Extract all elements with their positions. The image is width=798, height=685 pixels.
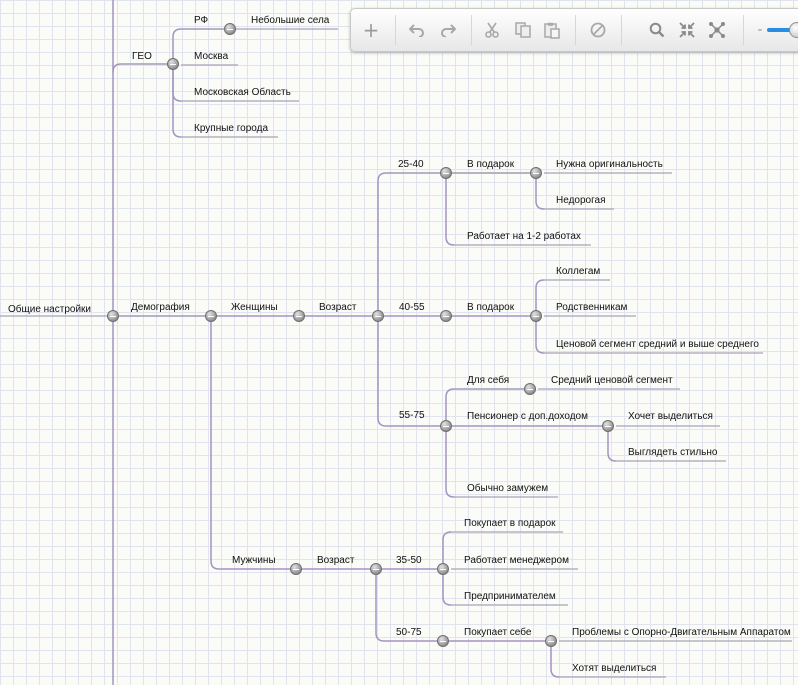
redo-icon[interactable] — [437, 19, 459, 41]
node-stand-out-women[interactable]: Хочет выделиться — [628, 411, 713, 422]
node-for-self[interactable]: Для себя — [467, 375, 510, 386]
zoom-slider-handle[interactable] — [789, 22, 798, 38]
collapse-toggle-icon[interactable] — [293, 310, 305, 322]
network-icon[interactable] — [706, 19, 728, 41]
collapse-toggle-icon[interactable] — [545, 635, 557, 647]
node-age-40-55[interactable]: 40-55 — [399, 302, 425, 313]
search-icon[interactable] — [646, 19, 668, 41]
forbid-icon[interactable] — [587, 19, 609, 41]
collapse-toggle-icon[interactable] — [440, 420, 452, 432]
node-men-age[interactable]: Возраст — [317, 555, 355, 566]
node-musculoskeletal[interactable]: Проблемы с Опорно-Двигательным Аппаратом — [572, 627, 791, 638]
collapse-toggle-icon[interactable] — [440, 310, 452, 322]
node-price-segment[interactable]: Ценовой сегмент средний и выше среднего — [556, 339, 759, 350]
collapse-icon[interactable] — [676, 19, 698, 41]
collapse-toggle-icon[interactable] — [437, 563, 449, 575]
toolbar-divider — [743, 15, 744, 45]
node-moscow-region[interactable]: Московская Область — [194, 87, 291, 98]
collapse-toggle-icon[interactable] — [372, 310, 384, 322]
node-cheap[interactable]: Недорогая — [556, 195, 606, 206]
zoom-out-label[interactable]: - — [757, 22, 763, 38]
collapse-toggle-icon[interactable] — [602, 420, 614, 432]
node-married[interactable]: Обычно замужем — [467, 483, 549, 494]
node-mid-price[interactable]: Средний ценовой сегмент — [551, 375, 673, 386]
node-rf[interactable]: РФ — [194, 15, 209, 26]
toolbar-divider — [621, 15, 622, 45]
collapse-toggle-icon[interactable] — [530, 167, 542, 179]
node-age-55-75[interactable]: 55-75 — [399, 410, 425, 421]
node-stand-out-men[interactable]: Хотят выделиться — [572, 663, 657, 674]
collapse-toggle-icon[interactable] — [440, 167, 452, 179]
node-buys-self[interactable]: Покупает себе — [464, 627, 532, 638]
zoom-slider[interactable] — [767, 22, 798, 38]
node-entrepreneur[interactable]: Предпринимателем — [464, 591, 556, 602]
zoom-slider-track — [767, 28, 798, 32]
collapse-toggle-icon[interactable] — [437, 635, 449, 647]
node-originality[interactable]: Нужна оригинальность — [556, 159, 663, 170]
node-buys-gift[interactable]: Покупает в подарок — [464, 518, 556, 529]
node-age-25-40[interactable]: 25-40 — [398, 159, 424, 170]
node-age-35-50[interactable]: 35-50 — [396, 555, 422, 566]
node-pensioner[interactable]: Пенсионер с доп.доходом — [467, 411, 588, 422]
node-men[interactable]: Мужчины — [232, 555, 276, 566]
plus-icon[interactable]: + — [362, 18, 380, 42]
node-manager[interactable]: Работает менеджером — [464, 555, 569, 566]
collapse-toggle-icon[interactable] — [530, 310, 542, 322]
node-geo[interactable]: ГЕО — [132, 51, 152, 62]
node-relatives[interactable]: Родственникам — [556, 302, 628, 313]
undo-icon[interactable] — [406, 19, 428, 41]
collapse-toggle-icon[interactable] — [107, 310, 119, 322]
copy-icon[interactable] — [512, 19, 534, 41]
node-big-cities[interactable]: Крупные города — [194, 123, 269, 134]
node-women-age[interactable]: Возраст — [319, 302, 357, 313]
node-stylish[interactable]: Выглядеть стильно — [628, 447, 718, 458]
node-small-villages[interactable]: Небольшие села — [251, 15, 330, 26]
collapse-toggle-icon[interactable] — [370, 563, 382, 575]
collapse-toggle-icon[interactable] — [205, 310, 217, 322]
node-demography[interactable]: Демография — [131, 302, 190, 313]
node-gift-25-40[interactable]: В подарок — [467, 159, 515, 170]
node-age-50-75[interactable]: 50-75 — [396, 627, 422, 638]
toolbar-divider — [395, 15, 396, 45]
node-women[interactable]: Женщины — [231, 302, 278, 313]
collapse-toggle-icon[interactable] — [524, 383, 536, 395]
collapse-toggle-icon[interactable] — [290, 563, 302, 575]
node-gift-40-55[interactable]: В подарок — [467, 302, 515, 313]
cut-icon[interactable] — [481, 19, 503, 41]
toolbar-divider — [471, 15, 472, 45]
node-colleagues[interactable]: Коллегам — [556, 266, 601, 277]
collapse-toggle-icon[interactable] — [167, 58, 179, 70]
collapse-toggle-icon[interactable] — [224, 23, 236, 35]
node-moscow[interactable]: Москва — [194, 51, 229, 62]
toolbar: + - — [350, 8, 798, 52]
toolbar-divider — [575, 15, 576, 45]
node-works[interactable]: Работает на 1-2 работах — [467, 231, 581, 242]
paste-icon[interactable] — [541, 19, 563, 41]
node-root[interactable]: Общие настройки — [8, 304, 91, 315]
